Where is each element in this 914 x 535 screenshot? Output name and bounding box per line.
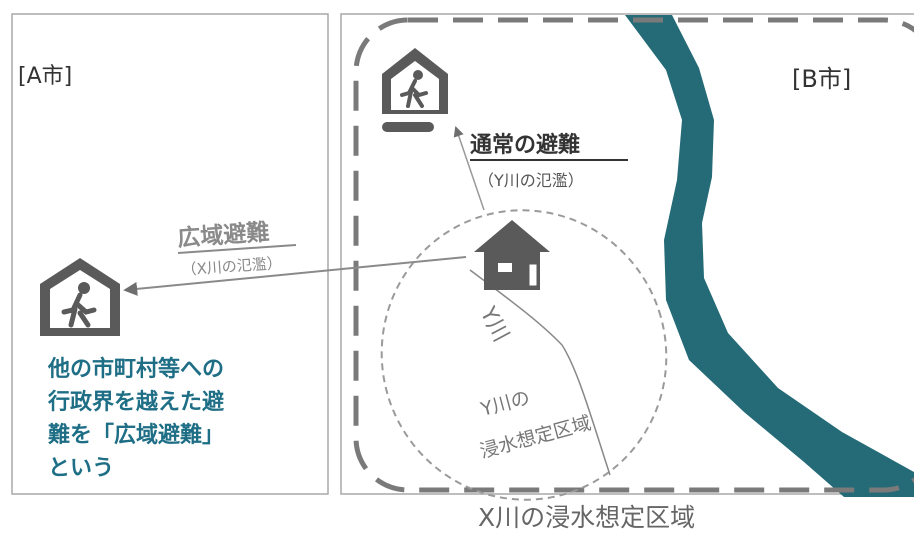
y-flood-zone-line2: 浸水想定区域 [478, 412, 594, 463]
y-river-flood-zone [380, 209, 668, 501]
normal-evacuation-arrow [453, 126, 485, 211]
city-a-label: [A市] [18, 64, 72, 89]
normal-evacuation-sub: （Y川の氾濫） [478, 171, 584, 190]
river-x [625, 15, 914, 497]
house-icon [474, 220, 550, 290]
river-y-label: Y川 [474, 302, 513, 346]
definition-line-4: という [48, 456, 114, 481]
wide-evacuation-underline [177, 244, 297, 254]
wide-evacuation-sub: （X川の氾濫） [181, 254, 282, 279]
wide-evacuation-title: 広域避難 [177, 219, 271, 252]
city-a-area [11, 13, 329, 495]
evacuation-shelter-icon [40, 258, 120, 336]
city-b-area [340, 13, 914, 495]
evacuation-shelter-icon [382, 48, 448, 132]
definition-text-backdrop [44, 346, 306, 486]
normal-evacuation-title: 通常の避難 [470, 132, 580, 158]
city-b-label: [B市] [792, 65, 851, 93]
x-river-flood-zone [353, 17, 914, 493]
y-flood-zone-line1: Y川の [478, 387, 533, 421]
definition-line-2: 行政界を越えた避 [47, 389, 224, 415]
river-y [469, 269, 611, 476]
wide-evacuation-arrow [123, 256, 467, 296]
definition-line-3: 難を「広域避難」 [48, 422, 224, 448]
definition-line-1: 他の市町村等への [47, 356, 224, 382]
x-flood-zone-label: X川の浸水想定区域 [478, 503, 695, 532]
